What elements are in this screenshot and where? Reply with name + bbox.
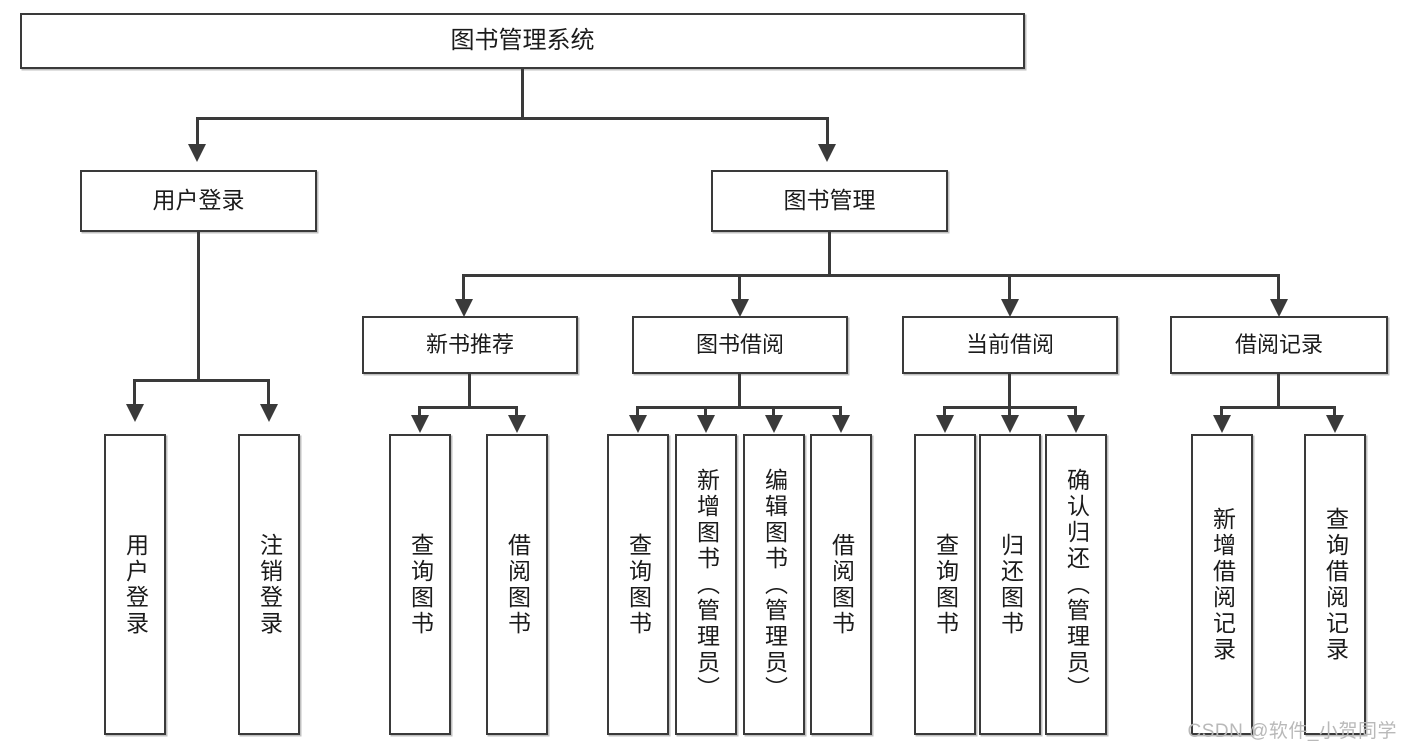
leaf-borrow-record-add-record[interactable]: 新增借阅记录 — [1191, 434, 1253, 735]
connector-root-to-user-login — [196, 117, 199, 147]
arrow-book-borrow-leaf-2 — [697, 415, 715, 433]
connector-book-borrow-drop-2 — [704, 406, 707, 422]
connector-borrow-record-drop-1 — [1220, 406, 1223, 422]
arrow-current-borrow-leaf-2 — [1001, 415, 1019, 433]
leaf-label: 编辑图书（管理员） — [761, 467, 788, 702]
arrow-level2-new-book — [455, 299, 473, 317]
connector-current-borrow-drop-3 — [1074, 406, 1077, 422]
arrow-user-login-leaf-2 — [260, 404, 278, 422]
leaf-new-book-borrow-book[interactable]: 借阅图书 — [486, 434, 548, 735]
node-label: 借阅记录 — [1234, 332, 1323, 358]
node-book-management-system[interactable]: 图书管理系统 — [20, 13, 1025, 69]
connector-level2-drop-4 — [1277, 274, 1280, 302]
arrow-current-borrow-leaf-3 — [1067, 415, 1085, 433]
connector-level2-bus — [462, 274, 1280, 277]
leaf-current-borrow-return-book[interactable]: 归还图书 — [979, 434, 1041, 735]
arrow-book-borrow-leaf-3 — [765, 415, 783, 433]
leaf-book-borrow-query-book[interactable]: 查询图书 — [607, 434, 669, 735]
arrow-borrow-record-leaf-2 — [1326, 415, 1344, 433]
arrow-current-borrow-leaf-1 — [936, 415, 954, 433]
leaf-new-book-query-book[interactable]: 查询图书 — [389, 434, 451, 735]
leaf-book-borrow-borrow-book[interactable]: 借阅图书 — [810, 434, 872, 735]
leaf-label: 借阅图书 — [504, 532, 531, 637]
arrow-new-book-leaf-2 — [508, 415, 526, 433]
leaf-user-login-logout[interactable]: 注销登录 — [238, 434, 300, 735]
connector-book-borrow-drop-4 — [839, 406, 842, 422]
csdn-watermark: CSDN @软件_小贺同学 — [1187, 721, 1397, 742]
arrow-user-login-leaf-1 — [126, 404, 144, 422]
arrow-level2-current-borrow — [1001, 299, 1019, 317]
node-borrow-record[interactable]: 借阅记录 — [1170, 316, 1388, 374]
node-book-borrow[interactable]: 图书借阅 — [632, 316, 848, 374]
node-book-management[interactable]: 图书管理 — [711, 170, 948, 232]
arrow-root-to-user-login — [188, 144, 206, 162]
connector-book-borrow-stem — [738, 374, 741, 408]
leaf-label: 查询图书 — [625, 532, 652, 637]
arrow-level2-book-borrow — [731, 299, 749, 317]
arrow-borrow-record-leaf-1 — [1213, 415, 1231, 433]
node-label: 图书管理系统 — [450, 26, 595, 54]
connector-root-stem — [521, 69, 524, 119]
leaf-label: 查询图书 — [407, 532, 434, 637]
node-label: 当前借阅 — [965, 332, 1054, 358]
connector-level2-drop-1 — [462, 274, 465, 302]
connector-root-bus — [196, 117, 828, 120]
arrow-root-to-book-management — [818, 144, 836, 162]
leaf-label: 借阅图书 — [828, 532, 855, 637]
node-current-borrow[interactable]: 当前借阅 — [902, 316, 1118, 374]
leaf-current-borrow-query-book[interactable]: 查询图书 — [914, 434, 976, 735]
arrow-level2-borrow-record — [1270, 299, 1288, 317]
connector-book-management-stem — [828, 232, 831, 276]
node-label: 图书管理 — [783, 187, 876, 214]
leaf-label: 确认归还（管理员） — [1063, 467, 1090, 702]
connector-new-book-bus — [418, 406, 518, 409]
connector-book-borrow-bus — [636, 406, 842, 409]
connector-root-to-book-management — [826, 117, 829, 147]
connector-user-login-drop-1 — [133, 379, 136, 407]
leaf-label: 查询借阅记录 — [1322, 506, 1349, 663]
connector-user-login-drop-2 — [267, 379, 270, 407]
leaf-borrow-record-query-record[interactable]: 查询借阅记录 — [1304, 434, 1366, 735]
connector-new-book-stem — [468, 374, 471, 408]
connector-level2-drop-3 — [1008, 274, 1011, 302]
leaf-current-borrow-confirm-return-admin[interactable]: 确认归还（管理员） — [1045, 434, 1107, 735]
connector-new-book-drop-1 — [418, 406, 421, 422]
connector-current-borrow-drop-2 — [1008, 406, 1011, 422]
leaf-book-borrow-add-book-admin[interactable]: 新增图书（管理员） — [675, 434, 737, 735]
node-label: 新书推荐 — [425, 332, 514, 358]
connector-current-borrow-drop-1 — [943, 406, 946, 422]
connector-new-book-drop-2 — [515, 406, 518, 422]
connector-borrow-record-drop-2 — [1333, 406, 1336, 422]
leaf-label: 新增借阅记录 — [1209, 506, 1236, 663]
leaf-book-borrow-edit-book-admin[interactable]: 编辑图书（管理员） — [743, 434, 805, 735]
leaf-label: 新增图书（管理员） — [693, 467, 720, 702]
arrow-book-borrow-leaf-4 — [832, 415, 850, 433]
connector-borrow-record-stem — [1277, 374, 1280, 408]
node-label: 用户登录 — [152, 187, 245, 214]
leaf-label: 归还图书 — [997, 532, 1024, 637]
leaf-label: 查询图书 — [932, 532, 959, 637]
node-label: 图书借阅 — [695, 332, 784, 358]
connector-book-borrow-drop-1 — [636, 406, 639, 422]
arrow-new-book-leaf-1 — [411, 415, 429, 433]
connector-user-login-bus — [133, 379, 270, 382]
connector-current-borrow-stem — [1008, 374, 1011, 408]
connector-book-borrow-drop-3 — [772, 406, 775, 422]
connector-borrow-record-bus — [1220, 406, 1336, 409]
arrow-book-borrow-leaf-1 — [629, 415, 647, 433]
connector-level2-drop-2 — [738, 274, 741, 302]
leaf-label: 注销登录 — [256, 532, 283, 637]
connector-user-login-stem — [197, 232, 200, 382]
leaf-label: 用户登录 — [122, 532, 149, 637]
leaf-user-login-login[interactable]: 用户登录 — [104, 434, 166, 735]
node-new-book-recommend[interactable]: 新书推荐 — [362, 316, 578, 374]
node-user-login[interactable]: 用户登录 — [80, 170, 317, 232]
